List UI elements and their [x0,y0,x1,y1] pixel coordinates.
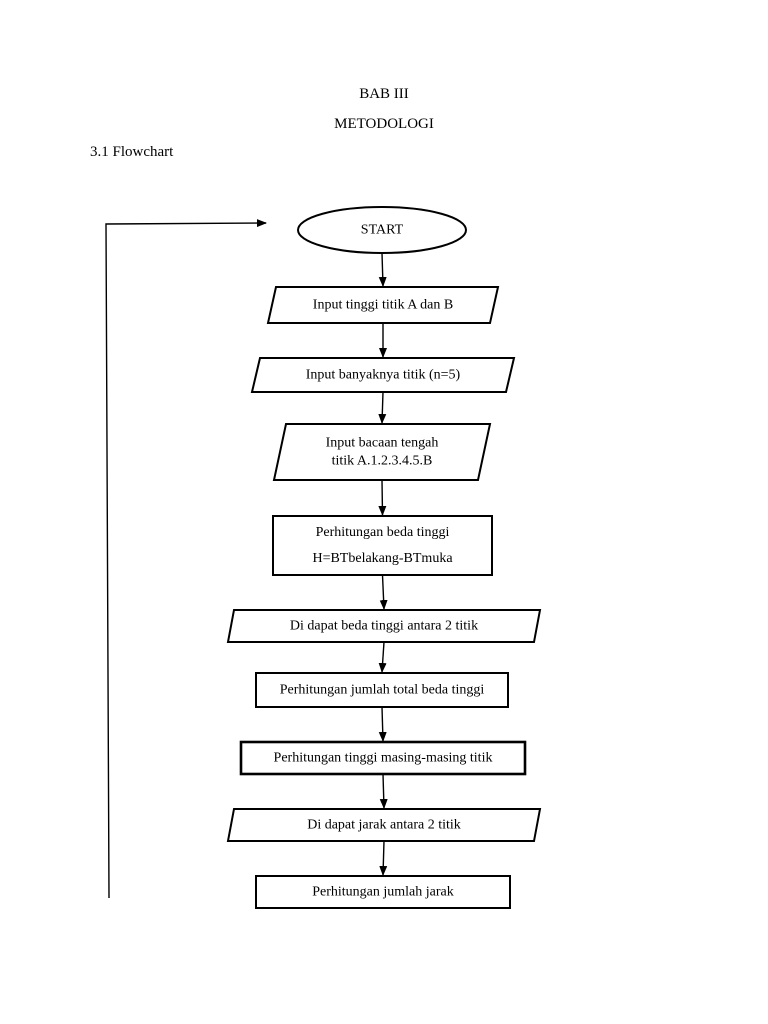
flow-arrow [379,574,388,610]
flow-arrow [378,252,387,287]
chapter-title: METODOLOGI [334,116,434,132]
flow-arrow [378,641,387,673]
loop-back-arrow [105,219,267,899]
io-parallelogram-shape [272,423,492,481]
node-label: Perhitungan beda tinggi [316,525,450,540]
flow-arrow [378,706,387,742]
node-calc-total-distance: Perhitungan jumlah jarak [255,875,511,909]
flow-arrow [378,391,387,424]
io-parallelogram-shape [226,609,542,643]
process-box-shape [272,515,493,576]
io-parallelogram-shape [226,808,542,842]
node-label: Input tinggi titik A dan B [313,298,453,313]
section-title: 3.1 Flowchart [90,144,174,160]
chapter-heading: BAB III [359,86,409,102]
node-input-height-ab: Input tinggi titik A dan B [266,286,500,324]
node-input-point-count: Input banyaknya titik (n=5) [250,357,516,393]
node-distance-result: Di dapat jarak antara 2 titik [226,808,542,842]
node-calc-total-height-diff: Perhitungan jumlah total beda tinggi [255,672,509,708]
node-label: H=BTbelakang-BTmuka [312,551,453,566]
node-start: START [297,206,467,254]
node-calc-each-point-height: Perhitungan tinggi masing-masing titik [239,740,527,776]
node-label: Di dapat beda tinggi antara 2 titik [290,619,478,634]
node-label: START [361,223,404,238]
io-parallelogram-shape [266,286,500,324]
node-label: Di dapat jarak antara 2 titik [307,818,461,833]
node-height-diff-result: Di dapat beda tinggi antara 2 titik [226,609,542,643]
terminator-shape [297,206,467,254]
node-label: titik A.1.2.3.4.5.B [332,454,433,469]
node-label: Perhitungan jumlah jarak [312,885,454,900]
process-box-shape [255,672,509,708]
node-calc-height-diff: Perhitungan beda tinggiH=BTbelakang-BTmu… [272,515,493,576]
node-input-middle-reading: Input bacaan tengah titik A.1.2.3.4.5.B [272,423,492,481]
process-box-shape [239,740,527,776]
io-parallelogram-shape [250,357,516,393]
process-box-shape [255,875,511,909]
node-label: Perhitungan jumlah total beda tinggi [280,683,485,698]
node-label: Input bacaan tengah [326,436,439,451]
flow-arrow [378,479,387,516]
node-label: Perhitungan tinggi masing-masing titik [274,751,493,766]
node-label: Input banyaknya titik (n=5) [306,368,461,383]
flow-arrow [379,773,388,809]
flow-arrow [379,840,388,876]
